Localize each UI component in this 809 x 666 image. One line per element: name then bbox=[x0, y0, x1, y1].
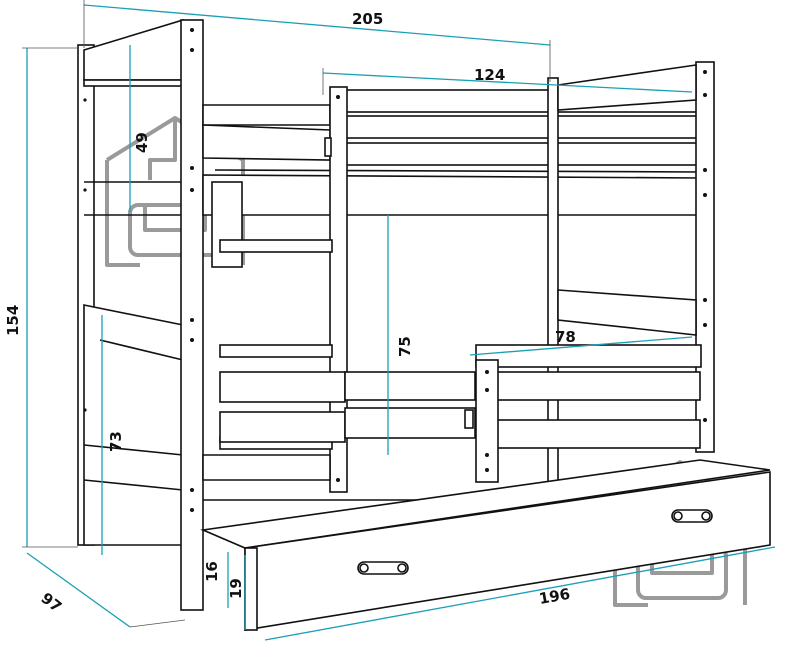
dim-between-bunks: 75 bbox=[396, 336, 414, 357]
dimension-lines bbox=[22, 0, 776, 641]
left-headboard bbox=[77, 18, 204, 611]
dim-headboard-top: 49 bbox=[133, 132, 151, 153]
upper-bunk bbox=[202, 61, 715, 499]
drawer-handle bbox=[357, 561, 409, 575]
dim-drawer-length: 196 bbox=[538, 585, 572, 608]
dim-headboard-bottom: 73 bbox=[107, 431, 125, 452]
dim-drawer-base: 19 bbox=[227, 578, 245, 599]
drawer-handle bbox=[671, 509, 713, 523]
dim-top-bunk-length: 124 bbox=[474, 66, 505, 84]
dim-height: 154 bbox=[4, 305, 22, 336]
dim-depth: 97 bbox=[38, 589, 66, 616]
dim-drawer-height: 16 bbox=[203, 561, 221, 582]
dim-total-length: 205 bbox=[352, 10, 383, 28]
drawer bbox=[200, 459, 771, 631]
dim-guard-rail: 78 bbox=[555, 328, 576, 346]
